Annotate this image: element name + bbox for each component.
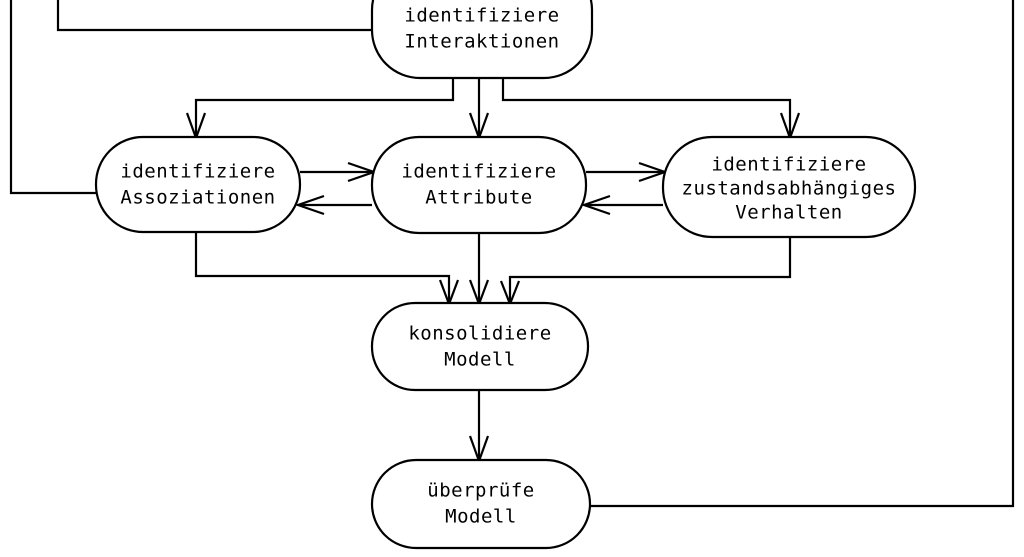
node-label-line2: Modell [445, 506, 517, 528]
edge-interaktionen-to-attribute [468, 78, 490, 142]
edge-ueberpruefe-feedback-right [590, 0, 1015, 508]
node-label-line3: Verhalten [735, 202, 842, 224]
edge-assoziationen-feedback-left [9, 0, 96, 195]
node-label-line1: identifiziere [404, 5, 559, 27]
node-label-line2: Assoziationen [120, 187, 275, 209]
edge-interaktionen-to-verhalten [501, 78, 801, 142]
node-identifiziere-interaktionen[interactable]: identifiziere Interaktionen [370, 0, 594, 80]
node-label-line1: überprüfe [427, 480, 534, 502]
node-label-line1: konsolidiere [408, 323, 551, 345]
node-identifiziere-attribute[interactable]: identifiziere Attribute [370, 135, 588, 235]
node-label-line1: identifiziere [711, 154, 866, 176]
edge-konsolidiere-to-ueberpruefe [468, 390, 490, 465]
edge-assoziationen-to-konsolidiere [194, 232, 460, 308]
node-ueberpruefe-modell[interactable]: überprüfe Modell [370, 458, 592, 550]
node-label-line2: Interaktionen [404, 31, 559, 53]
edge-verhalten-to-konsolidiere [499, 237, 792, 308]
edge-attribute-to-assoziationen [294, 194, 372, 216]
node-label-line2: Attribute [425, 187, 532, 209]
edge-verhalten-to-attribute [580, 194, 663, 216]
node-konsolidiere-modell[interactable]: konsolidiere Modell [370, 301, 590, 392]
edge-attribute-to-konsolidiere [468, 233, 490, 308]
node-identifiziere-zustandsabhaengiges-verhalten[interactable]: identifiziere zustandsabhängiges Verhalt… [661, 135, 917, 239]
edge-assoziationen-to-attribute [300, 161, 378, 183]
node-label-line1: identifiziere [120, 161, 275, 183]
edge-attribute-to-verhalten [586, 161, 669, 183]
node-identifiziere-assoziationen[interactable]: identifiziere Assoziationen [94, 135, 302, 234]
edge-interaktionen-to-assoziationen [185, 78, 455, 142]
edge-interaktionen-feedback-left [56, 0, 372, 32]
node-label-line2: Modell [444, 349, 516, 371]
node-label-line2: zustandsabhängiges [682, 178, 897, 200]
node-label-line1: identifiziere [401, 161, 556, 183]
